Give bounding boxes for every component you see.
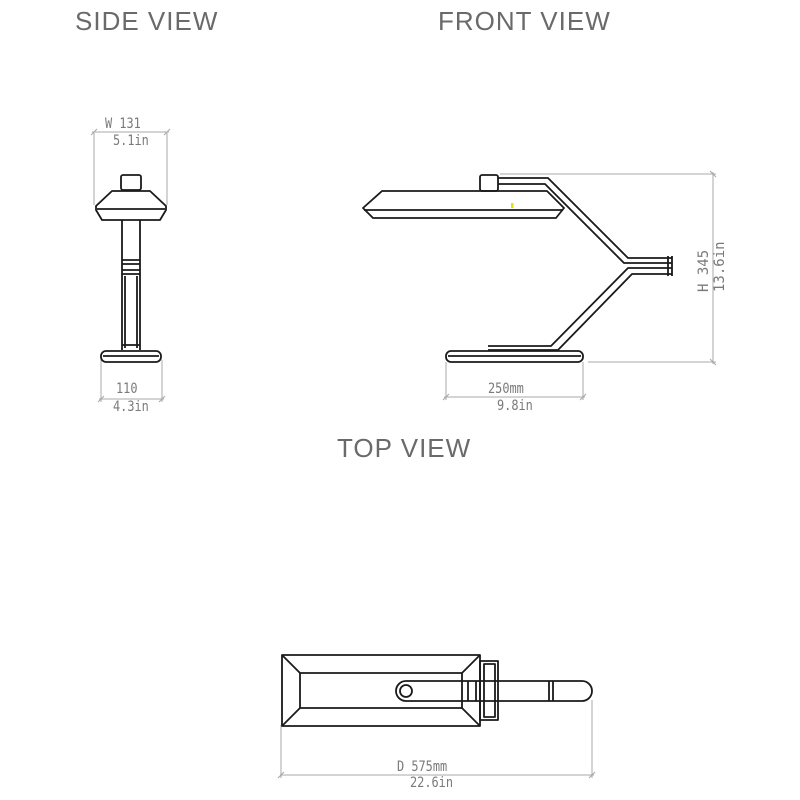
front-view-lamp (362, 174, 673, 363)
front-height-label: H 345 (696, 249, 712, 292)
side-base-imperial: 4.3in (113, 399, 149, 415)
side-base-dimension (97, 360, 166, 403)
top-view-title: TOP VIEW (337, 433, 472, 463)
side-base-label: 110 (116, 381, 138, 397)
front-base-dimension (442, 362, 587, 401)
side-view-title: SIDE VIEW (75, 6, 219, 36)
front-view-title: FRONT VIEW (438, 6, 611, 36)
highlight-mark (511, 203, 514, 208)
top-depth-label: D 575mm (397, 759, 448, 775)
top-depth-dimension (277, 700, 596, 779)
front-base-label: 250mm (488, 381, 524, 397)
top-view-lamp (281, 654, 593, 727)
front-height-dimension (500, 170, 717, 366)
side-width-dimension (90, 128, 171, 205)
front-base-imperial: 9.8in (497, 398, 533, 414)
side-width-imperial: 5.1in (113, 133, 149, 149)
side-width-label: W 131 (105, 116, 141, 132)
front-height-imperial: 13.6in (712, 241, 728, 292)
top-depth-imperial: 22.6in (410, 775, 453, 791)
side-view-lamp (95, 174, 167, 363)
